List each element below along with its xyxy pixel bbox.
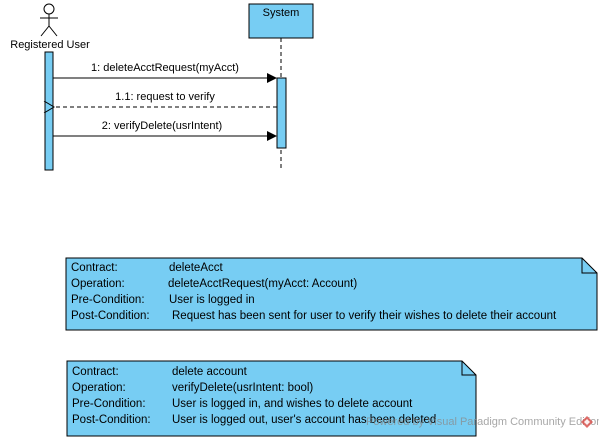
- note-2-precondition-value: User is logged in, and wishes to delete …: [172, 398, 413, 410]
- note-1-precondition-key: Pre-Condition:: [71, 294, 145, 306]
- note-2-postcondition-key: Post-Condition:: [72, 414, 151, 426]
- message-label-1: 1: deleteAcctRequest(myAcct): [91, 62, 239, 74]
- note-2-contract-value: delete account: [172, 366, 247, 378]
- system-activation-bar: [276, 77, 287, 149]
- contract-note-1[interactable]: [65, 257, 598, 331]
- note-2-operation-key: Operation:: [72, 382, 126, 394]
- note-fold-icon: [461, 361, 476, 376]
- note-1-operation-key: Operation:: [71, 278, 125, 290]
- note-1-operation-value: deleteAcctRequest(myAcct: Account): [168, 278, 358, 290]
- actor-activation-bar: [44, 51, 54, 171]
- note-1-contract-key: Contract:: [71, 262, 118, 274]
- note-fold-icon: [581, 258, 597, 274]
- message-label-2: 2: verifyDelete(usrIntent): [102, 120, 222, 132]
- contract-note-2[interactable]: [66, 360, 477, 437]
- note-2-operation-value: verifyDelete(usrIntent: bool): [172, 382, 314, 394]
- actor-figure-icon: [40, 3, 58, 37]
- message-label-1-1: 1.1: request to verify: [115, 91, 215, 103]
- note-1-postcondition-value: Request has been sent for user to verify…: [172, 310, 557, 322]
- note-2-postcondition-value: User is logged out, user's account has b…: [172, 414, 437, 426]
- system-label: System: [263, 7, 300, 19]
- note-2-precondition-key: Pre-Condition:: [72, 398, 146, 410]
- note-1-precondition-value: User is logged in: [169, 294, 255, 306]
- note-2-contract-key: Contract:: [72, 366, 119, 378]
- note-1-contract-value: deleteAcct: [169, 262, 223, 274]
- visual-paradigm-logo-icon: [581, 416, 593, 428]
- actor-label: Registered User: [10, 39, 90, 51]
- note-1-postcondition-key: Post-Condition:: [71, 310, 150, 322]
- watermark-text: Powered by Visual Paradigm Community Edi…: [366, 416, 599, 428]
